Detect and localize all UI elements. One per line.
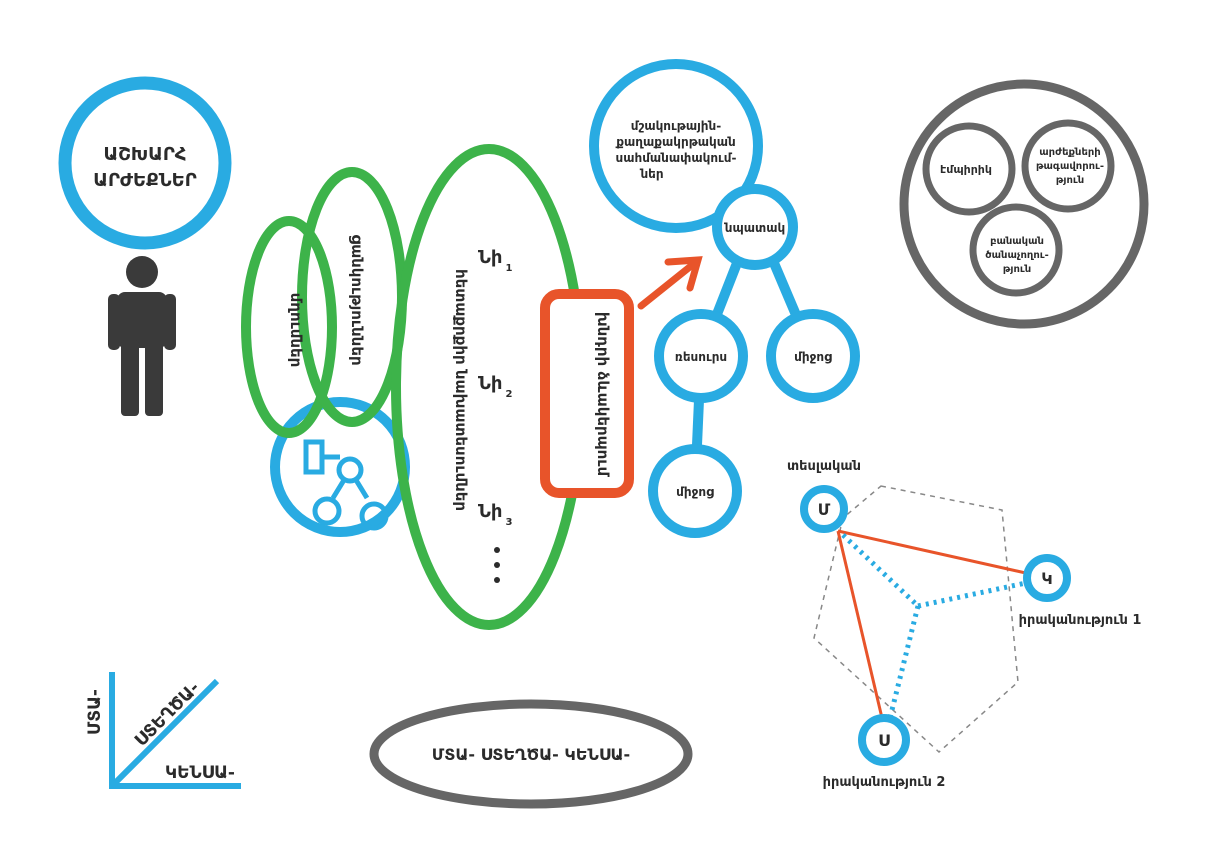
orange-arrow: [637, 256, 703, 310]
interests-label: հետաքրքիր նախատեսումներ: [452, 269, 470, 511]
culture-line4: ներ: [639, 167, 663, 181]
orange-line-ms: [836, 530, 888, 736]
urges-oval: [241, 216, 337, 438]
bottom-oval: [369, 699, 693, 809]
logic-circle: [969, 203, 1063, 297]
values-line3: թյուն: [1056, 175, 1084, 186]
node-s-letter: Ս: [878, 731, 890, 750]
empiric-label: էմպիրիկ: [940, 163, 992, 176]
ni-item-2: Նի2: [478, 373, 512, 400]
node-m: [800, 485, 848, 533]
person-icon: [108, 256, 176, 416]
culture-circle: [589, 59, 763, 233]
axis-y-label: ՄՏԱ-: [85, 689, 105, 735]
axis-x-label: ԿԵՆՍԱ-: [165, 763, 235, 783]
values-line1: արժեքների: [1039, 147, 1100, 158]
node-k: [1023, 554, 1071, 602]
problem-box: [540, 289, 634, 498]
vision-label: տեսլական: [787, 459, 861, 474]
green-ovals: [241, 144, 587, 630]
culture-line3: սահմանափակում-: [616, 151, 737, 165]
ni-ellipsis-dots: [494, 547, 500, 583]
logic-line2: ծանաչողու-: [985, 250, 1048, 261]
desires-label: ցանկություններ: [348, 234, 366, 365]
world-values-group: ԱՇԽԱՐՀ ԱՐԺԵՔՆԵՐ: [58, 76, 232, 416]
dotted-blue-lines: [841, 533, 1041, 727]
values-line2: թագավորու-: [1036, 161, 1104, 172]
reality1-label: իրականություն 1: [1019, 613, 1142, 628]
means-circle-right: [766, 309, 860, 403]
node-k-letter: Կ: [1041, 569, 1052, 588]
resource-label: ռեսուրս: [675, 350, 727, 364]
bottom-oval-label: ՄՏԱ- ՍՏԵՂԾԱ- ԿԵՆՍԱ-: [432, 745, 630, 764]
means-label-right: միջոց: [794, 350, 832, 364]
culture-line2: քաղաքակրթական: [615, 135, 735, 149]
orange-line-mk: [837, 529, 1049, 580]
axes-diagram: ՄՏԱ- ՍՏԵՂԾԱ- ԿԵՆՍԱ-: [85, 672, 241, 789]
means-circle-bottom: [648, 444, 742, 538]
culture-line1: մշակութային-: [631, 119, 721, 133]
means-label-bottom: միջոց: [676, 485, 714, 499]
empiric-circle: [922, 122, 1016, 216]
logic-line1: բանական: [990, 236, 1044, 247]
goal-label: նպատակ: [724, 221, 785, 235]
world-values-circle: [58, 76, 232, 250]
ni-list: Նի1 Նի2 Նի3: [478, 247, 512, 583]
problem-label: խնդրի ձևակերպում: [594, 312, 612, 478]
values-circle: [1021, 119, 1115, 213]
node-m-letter: Մ: [818, 500, 831, 519]
network-icon: [303, 439, 389, 531]
logic-line3: թյուն: [1003, 264, 1031, 275]
ni-item-3: Նի3: [478, 501, 512, 528]
urges-label: մղումներ: [287, 293, 305, 368]
reality-diagram: Մ տեսլական Կ իրականություն 1 Ս իրականութ…: [787, 459, 1141, 790]
triad-group: էմպիրիկ արժեքների թագավորու- թյուն բանակ…: [899, 79, 1149, 329]
resource-circle: [654, 309, 748, 403]
goal-circle: [712, 184, 798, 270]
dashed-hexagon: [813, 485, 1019, 754]
axes-diagonal: [109, 678, 220, 789]
reality2-label: իրականություն 2: [823, 775, 946, 790]
ni-item-1: Նի1: [478, 247, 512, 274]
axis-diag-label: ՍՏԵՂԾԱ-: [131, 678, 204, 751]
world-label-line1: ԱՇԽԱՐՀ: [103, 144, 186, 165]
world-label-line2: ԱՐԺԵՔՆԵՐ: [93, 170, 196, 191]
node-s: [858, 714, 910, 766]
